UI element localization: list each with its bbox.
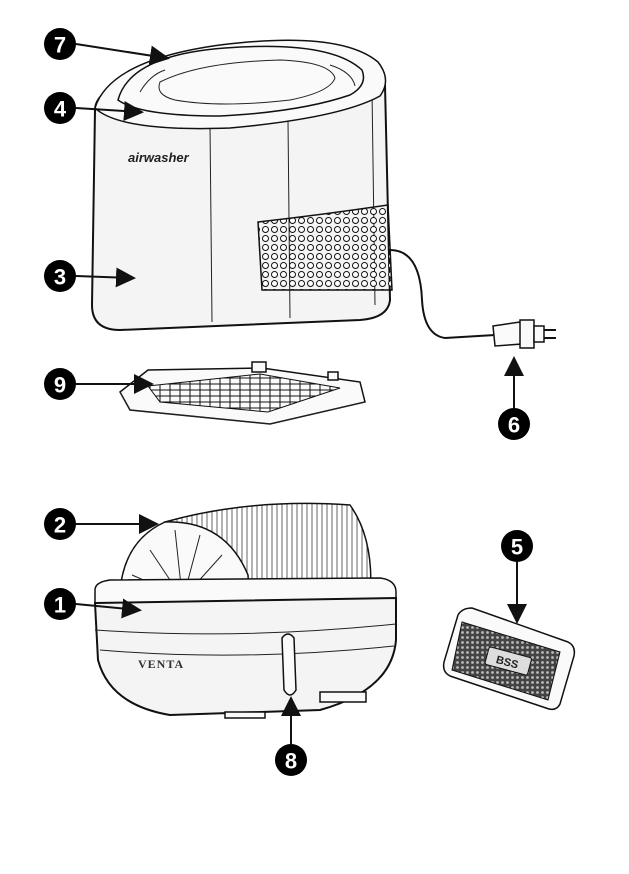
callout-2: 2 [44, 508, 76, 540]
callout-1: 1 [44, 588, 76, 620]
hygiene-cartridge: BSS [442, 607, 576, 711]
grille [257, 204, 393, 291]
svg-text:9: 9 [54, 373, 66, 398]
upper-unit: airwasher [90, 39, 393, 332]
svg-text:7: 7 [54, 33, 66, 58]
svg-text:1: 1 [54, 593, 66, 618]
float-tray [119, 361, 366, 425]
basin: VENTA [93, 502, 397, 719]
callout-6: 6 [498, 408, 530, 440]
callout-9: 9 [44, 368, 76, 400]
upper-unit-brand: airwasher [128, 150, 190, 165]
callout-4: 4 [44, 92, 76, 124]
svg-text:5: 5 [511, 535, 523, 560]
cartridge-badge: BSS [495, 654, 520, 671]
callout-8: 8 [275, 744, 307, 776]
svg-text:2: 2 [54, 513, 66, 538]
callout-5: 5 [501, 530, 533, 562]
basin-brand: VENTA [138, 657, 184, 671]
callout-7: 7 [44, 28, 76, 60]
svg-text:8: 8 [285, 749, 297, 774]
svg-text:6: 6 [508, 413, 520, 438]
power-cord [389, 249, 556, 349]
svg-text:3: 3 [54, 265, 66, 290]
callout-arrows [75, 43, 527, 744]
callout-3: 3 [44, 260, 76, 292]
svg-text:4: 4 [54, 97, 67, 122]
